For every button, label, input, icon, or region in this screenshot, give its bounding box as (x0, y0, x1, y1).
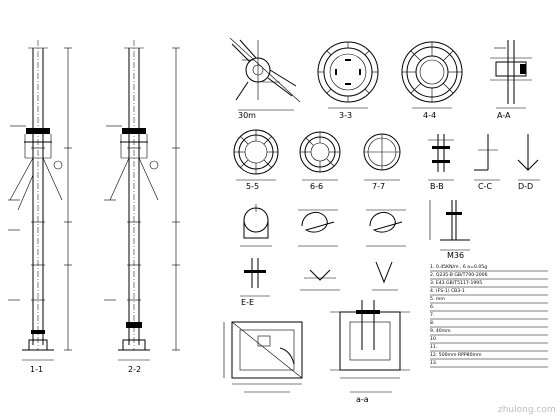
bolt-loop-detail-2 (366, 209, 406, 247)
notes-block: 1. 0.45KN/m , 6 a=0.05g 2. Q235-B GB/T70… (430, 264, 548, 368)
watermark-text: zhulong.com (498, 405, 556, 415)
section-C-C: C-C (474, 134, 500, 191)
note-2: 2. Q235-B GB/T700-2006 (430, 272, 488, 278)
section-label-6-6: 6-6 (310, 182, 323, 191)
section-label-B-B: B-B (430, 182, 444, 191)
note-13: 13. (430, 360, 437, 366)
section-label-7-7: 7-7 (372, 182, 385, 191)
note-4: 4. (FS-1) CB3-1 (430, 288, 465, 294)
section-label-M36: M36 (447, 251, 464, 260)
weld-detail-mid (300, 269, 340, 291)
note-10: 10. (430, 336, 437, 342)
note-8: 8. (430, 320, 434, 326)
section-7-7: 7-7 (363, 133, 401, 191)
ladder-ring-detail (240, 204, 272, 247)
section-label-E-E: E-E (241, 298, 254, 307)
section-label-3-3: 3-3 (339, 111, 352, 120)
note-7: 7. (430, 312, 434, 318)
section-label-D-D: D-D (518, 182, 533, 191)
section-label-1-1: 1-1 (30, 365, 43, 374)
section-label-4-4: 4-4 (423, 111, 436, 120)
bolt-loop-detail-1 (298, 209, 338, 247)
foundation-section-a-a: a-a (330, 300, 410, 404)
section-label-plan-30m: 30m (238, 111, 256, 120)
tower-elevation-2-2: 2-2 (104, 40, 180, 374)
note-1: 1. 0.45KN/m , 6 a=0.05g (430, 264, 487, 270)
section-label-C-C: C-C (478, 182, 492, 191)
anchor-bolt-M36: M36 (429, 200, 470, 260)
note-3: 3. E43 GB/T5117-1995 (430, 280, 482, 286)
note-12: 12. 500mm RPP80mm (430, 352, 482, 358)
section-3-3: 3-3 (317, 41, 379, 120)
section-label-foundation-a-a: a-a (356, 395, 369, 404)
weld-detail-right (372, 261, 398, 291)
section-label-5-5: 5-5 (246, 182, 259, 191)
section-5-5: 5-5 (233, 129, 279, 191)
section-B-B: B-B (428, 134, 454, 191)
platform-plan-detail: 30m (229, 37, 301, 120)
note-6: 6. (430, 304, 434, 310)
tower-elevation-1-1: 1-1 (8, 40, 72, 374)
section-label-A-A: A-A (497, 111, 511, 120)
section-A-A: A-A (490, 40, 532, 120)
weld-detail-left: E-E (240, 258, 270, 307)
note-5: 5. mm (430, 296, 445, 302)
section-D-D: D-D (517, 134, 540, 191)
note-9: 9. 40mm (430, 328, 451, 334)
section-6-6: 6-6 (299, 131, 341, 191)
note-11: 11. (430, 344, 437, 350)
section-4-4: 4-4 (401, 41, 463, 120)
section-label-2-2: 2-2 (128, 365, 141, 374)
foundation-plan (223, 321, 303, 393)
